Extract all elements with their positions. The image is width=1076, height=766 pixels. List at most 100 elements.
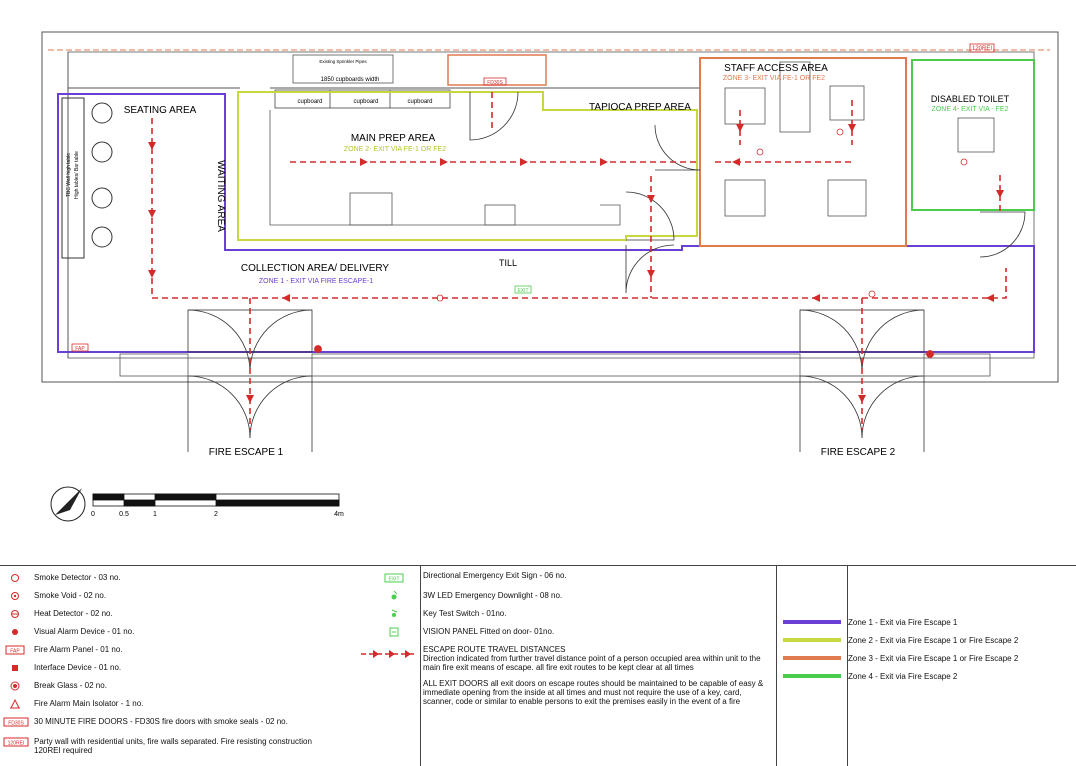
toilet-zone-label: ZONE 4- EXIT VIA - FE2 (932, 106, 1009, 113)
staff-zone-label: ZONE 3- EXIT VIA FE-1 OR FE2 (723, 75, 825, 82)
cupboard-label-2: cupboard (353, 99, 378, 105)
legend-row: 3W LED Emergency Downlight - 08 no. (391, 587, 776, 605)
zone-4-text: Zone 4 - Exit via Fire Escape 2 (848, 672, 958, 681)
disabled-toilet-label: DISABLED TOILET (931, 94, 1010, 104)
legend-row: Break Glass - 02 no. (0, 677, 420, 695)
internal-doors (469, 91, 1026, 294)
legend-row: EXIT Directional Emergency Exit Sign - 0… (384, 569, 776, 587)
seating-area-label: SEATING AREA (124, 105, 197, 116)
zone-1-text: Zone 1 - Exit via Fire Escape 1 (848, 618, 958, 627)
legend-col-swatches (777, 565, 848, 766)
emergency-downlight-icon (391, 590, 398, 600)
zone-2-outline (237, 91, 698, 241)
legend-row: Zone 3 - Exit via Fire Escape 1 or Fire … (848, 652, 1076, 670)
fire-escape-1-label: FIRE ESCAPE 1 (209, 447, 284, 458)
zone-3-swatch (783, 656, 841, 660)
collection-area-label: COLLECTION AREA/ DELIVERY (241, 263, 390, 274)
heat-detector-icon (11, 610, 19, 618)
escape-body: Direction indicated from further travel … (423, 654, 761, 672)
legend-divider (0, 565, 1076, 566)
legend-row: Zone 4 - Exit via Fire Escape 2 (848, 670, 1076, 688)
legend-text: 30 MINUTE FIRE DOORS - FD30S fire doors … (34, 717, 288, 726)
legend-row: Zone 2 - Exit via Fire Escape 1 or Fire … (848, 634, 1076, 652)
fire-door-icon: FD30S (3, 717, 29, 727)
exit-doors-body: ALL EXIT DOORS all exit doors on escape … (423, 679, 764, 706)
legend-row: Smoke Detector - 03 no. (0, 569, 420, 587)
legend-text: VISION PANEL Fitted on door- 01no. (423, 627, 555, 636)
zone-1-outline (57, 93, 1035, 353)
legend-row: ALL EXIT DOORS all exit doors on escape … (421, 677, 776, 717)
vision-panel-icon (389, 627, 399, 637)
legend-row: Heat Detector - 02 no. (0, 605, 420, 623)
high-table-label: High tables/ Bar table (74, 151, 80, 199)
floor-plan: 120REI Existing Sprinkler Pipes 1850 cup… (41, 31, 1059, 522)
fire-door-tag-text: FD30S (487, 80, 503, 86)
zone-3-text: Zone 3 - Exit via Fire Escape 1 or Fire … (848, 654, 1019, 663)
fire-door-tag (483, 77, 507, 86)
north-arrow-icon (50, 486, 86, 522)
legend-text: Smoke Detector - 03 no. (34, 573, 121, 582)
main-prep-zone-label: ZONE 2- EXIT VIA FE-1 OR FE2 (344, 146, 446, 153)
staff-access-label: STAFF ACCESS AREA (724, 63, 828, 74)
till-label: TILL (499, 258, 517, 268)
sprinkler-box (292, 54, 394, 84)
fap-tag-text: FAP (75, 346, 85, 352)
fire-devices (314, 128, 968, 358)
scale-tick-4: 4m (334, 511, 344, 518)
shop-front (119, 353, 991, 377)
legend-row: Fire Alarm Main Isolator - 1 no. (0, 695, 420, 713)
legend-text: Interface Device - 01 no. (34, 663, 122, 672)
legend-row: Key Test Switch - 01no. (391, 605, 776, 623)
visual-alarm-icon (12, 629, 18, 635)
interface-device-icon (12, 665, 18, 671)
break-glass-icon (10, 681, 20, 691)
legend-row: VISION PANEL Fitted on door- 01no. (389, 623, 776, 641)
legend-row: Smoke Void - 02 no. (0, 587, 420, 605)
legend: Smoke Detector - 03 no. Smoke Void - 02 … (0, 565, 1076, 766)
scale-tick-0: 0 (91, 511, 95, 518)
escape-route-arrow-icon (361, 650, 417, 658)
legend-row: FD30S 30 MINUTE FIRE DOORS - FD30S fire … (0, 713, 420, 731)
legend-text: Party wall with residential units, fire … (34, 737, 312, 755)
legend-col-zones: Zone 1 - Exit via Fire Escape 1 Zone 2 -… (848, 565, 1076, 766)
legend-text: Break Glass - 02 no. (34, 681, 107, 690)
cupboards-run-label: 1850 cupboards width (321, 77, 380, 83)
scale-tick-3: 2 (214, 511, 218, 518)
fire-escape-2-label: FIRE ESCAPE 2 (821, 447, 896, 458)
fap-tag (71, 343, 89, 352)
legend-row: FAP Fire Alarm Panel - 01 no. (0, 641, 420, 659)
sprinkler-label: Existing Sprinkler Pipes (319, 59, 367, 64)
wall-table-label: TBC Wall high table (66, 153, 72, 197)
escape-title: ESCAPE ROUTE TRAVEL DISTANCES (423, 645, 566, 654)
legend-text: 3W LED Emergency Downlight - 08 no. (423, 591, 563, 600)
escape-routes (151, 92, 1007, 430)
fire-door-symbol-text: FD30S (8, 721, 24, 727)
zone-2-swatch (783, 638, 841, 642)
tapioca-prep-label: TAPIOCA PREP AREA (589, 102, 691, 113)
exit-sign-icon: EXIT (384, 573, 404, 583)
fire-alarm-panel-icon: FAP (5, 645, 25, 655)
legend-text: Smoke Void - 02 no. (34, 591, 107, 600)
zone-3-outline (699, 57, 907, 247)
legend-row: ESCAPE ROUTE TRAVEL DISTANCES Direction … (361, 643, 776, 673)
main-prep-label: MAIN PREP AREA (351, 133, 436, 144)
legend-row: 120REI Party wall with residential units… (0, 733, 420, 761)
waiting-area-label: WAITING AREA (215, 160, 226, 232)
fap-symbol-text: FAP (10, 649, 20, 655)
zone-4-swatch (783, 674, 841, 678)
legend-row: Zone 1 - Exit via Fire Escape 1 (848, 616, 1076, 634)
party-wall-symbol-text: 120REI (8, 741, 25, 747)
cupboard-label-1: cupboard (297, 99, 322, 105)
zone-4-outline (911, 59, 1035, 211)
legend-col-lighting: EXIT Directional Emergency Exit Sign - 0… (361, 565, 777, 766)
exit-symbol-text: EXIT (388, 577, 399, 583)
party-wall-rating: 120REI (972, 46, 992, 52)
main-isolator-icon (10, 698, 20, 709)
smoke-void-icon (11, 592, 19, 600)
zone-2-text: Zone 2 - Exit via Fire Escape 1 or Fire … (848, 636, 1019, 645)
prep-counters (269, 61, 995, 226)
exit-sign-tag-text: EXIT (517, 288, 528, 294)
exit-sign-tag (514, 285, 532, 294)
smoke-detector-icon (11, 574, 19, 582)
seating-tables (61, 97, 113, 259)
